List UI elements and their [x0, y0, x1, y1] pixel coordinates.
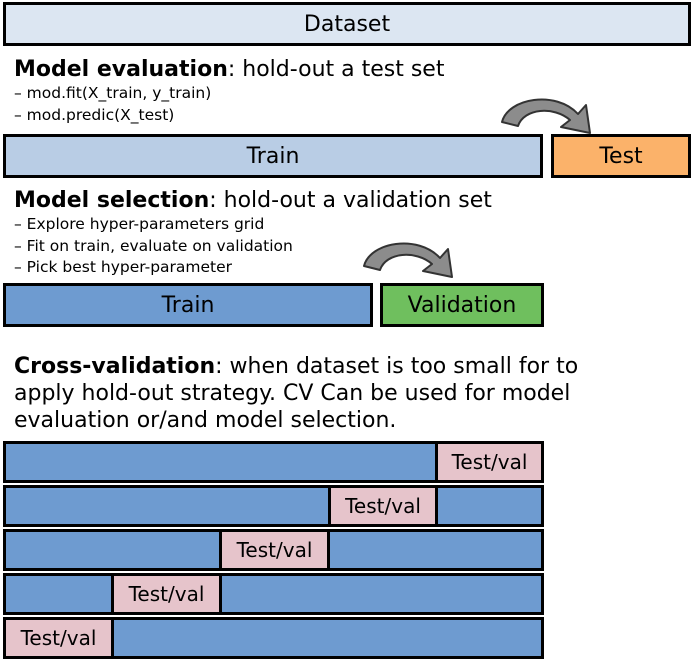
curved-arrow-icon: [363, 242, 453, 278]
cv-testval-cell: Test/val: [111, 576, 222, 612]
cv-fold-row: Test/val: [3, 617, 544, 659]
validation-box: Validation: [380, 283, 544, 327]
evaluation-bullets: – mod.fit(X_train, y_train) – mod.predic…: [14, 83, 211, 126]
selection-train-box: Train: [3, 283, 373, 327]
selection-bullet: – Explore hyper-parameters grid: [14, 215, 265, 233]
cv-testval-cell: Test/val: [328, 488, 438, 524]
cv-testval-label: Test/val: [20, 626, 97, 650]
cv-fold-row: Test/val: [3, 573, 544, 615]
evaluation-train-box: Train: [3, 134, 543, 178]
test-box: Test: [551, 134, 691, 178]
cv-testval-label: Test/val: [128, 582, 205, 606]
cv-description: Cross-validation: when dataset is too sm…: [14, 353, 604, 434]
selection-title-bold: Model selection: [14, 188, 210, 213]
dataset-box: Dataset: [3, 2, 691, 46]
selection-train-label: Train: [161, 292, 215, 318]
cv-testval-label: Test/val: [236, 538, 313, 562]
evaluation-train-label: Train: [246, 143, 300, 169]
cv-testval-label: Test/val: [345, 494, 421, 518]
cv-fold-row: Test/val: [3, 441, 544, 483]
selection-bullet: – Pick best hyper-parameter: [14, 258, 233, 276]
dataset-label: Dataset: [303, 11, 391, 37]
evaluation-title-rest: : hold-out a test set: [227, 57, 445, 82]
selection-title-rest: : hold-out a validation set: [209, 188, 492, 213]
evaluation-heading: Model evaluation: hold-out a test set: [14, 56, 444, 83]
cv-fold-row: Test/val: [3, 529, 544, 571]
cv-testval-label: Test/val: [451, 450, 528, 474]
cv-title-bold: Cross-validation: [14, 354, 216, 379]
test-label: Test: [599, 143, 643, 169]
cv-testval-cell: Test/val: [6, 620, 114, 656]
validation-label: Validation: [407, 292, 517, 318]
cv-title-rest: : when dataset is too small for to apply…: [14, 354, 579, 433]
evaluation-bullet: – mod.predic(X_test): [14, 105, 175, 124]
selection-bullets: – Explore hyper-parameters grid – Fit on…: [14, 214, 293, 279]
evaluation-bullet: – mod.fit(X_train, y_train): [14, 84, 212, 102]
evaluation-title-bold: Model evaluation: [14, 57, 228, 82]
cv-fold-row: Test/val: [3, 485, 544, 527]
cv-testval-cell: Test/val: [435, 444, 541, 480]
curved-arrow-icon: [501, 98, 591, 134]
selection-bullet: – Fit on train, evaluate on validation: [14, 236, 293, 255]
cv-testval-cell: Test/val: [219, 532, 330, 568]
selection-heading: Model selection: hold-out a validation s…: [14, 187, 492, 214]
